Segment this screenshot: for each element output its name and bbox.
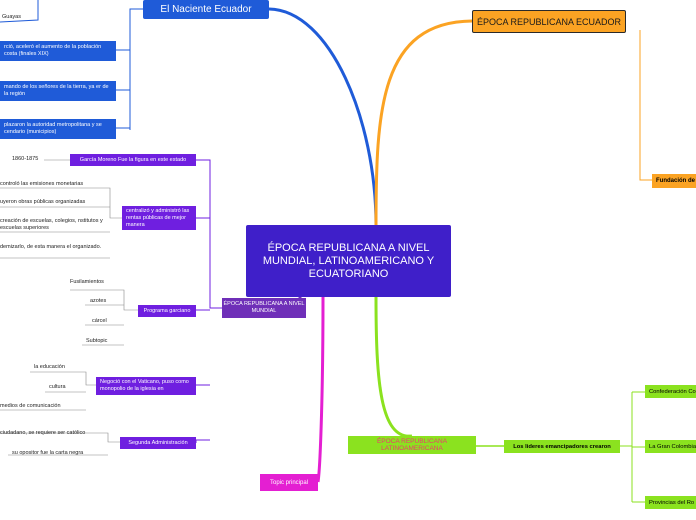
lideres-node[interactable]: Los lideres emancipadores crearon <box>504 440 620 453</box>
topic-principal-node[interactable]: Topic principal <box>260 474 318 491</box>
naciente-child-node[interactable]: plazaron la autoridad metropolitana y se… <box>0 119 116 139</box>
segunda-node[interactable]: Segunda Administración <box>120 437 196 449</box>
programa-child-text[interactable]: Fusilamientos <box>70 279 104 285</box>
central-topic[interactable]: ÉPOCA REPUBLICANA A NIVEL MUNDIAL, LATIN… <box>246 225 451 297</box>
naciente-child-text[interactable]: Guayas <box>2 14 21 20</box>
epoca-mundial-node[interactable]: ÉPOCA REPUBLICANA A NIVEL MUNDIAL <box>222 298 306 318</box>
negocio-child-text[interactable]: cultura <box>49 384 66 390</box>
garcia-year-text[interactable]: 1860-1875 <box>12 156 39 162</box>
centralizo-child-text[interactable]: creación de escuelas, colegios, nstituto… <box>0 218 103 231</box>
naciente-child-node[interactable]: rció, aceleró el aumento de la población… <box>0 41 116 61</box>
segunda-child-text[interactable]: su opositor fue la carta negra <box>12 450 84 456</box>
epoca-latino-node[interactable]: ÉPOCA REPUBLICANA LATINOAMERICANA <box>348 436 476 454</box>
latino-child-node[interactable]: La Gran Colombia <box>645 440 696 453</box>
fundacion-node[interactable]: Fundación de <box>652 174 696 188</box>
centralizo-node[interactable]: centralizó y administró las rentas públi… <box>122 206 196 230</box>
centralizo-child-text[interactable]: uyeron obras públicas organizadas <box>0 199 86 205</box>
centralizo-child-text[interactable]: controló las emisiones monetarias <box>0 181 84 187</box>
programa-child-text[interactable]: azotes <box>90 298 107 304</box>
programa-child-text[interactable]: Subtopic <box>86 338 108 344</box>
negocio-child-text[interactable]: medios de comunicación <box>0 403 61 409</box>
epoca-ecuador-node[interactable]: ÉPOCA REPUBLICANA ECUADOR <box>472 10 626 33</box>
latino-child-node[interactable]: Confederación Co <box>645 385 696 398</box>
naciente-ecuador-node[interactable]: El Naciente Ecuador <box>143 0 269 19</box>
negocio-node[interactable]: Negoció con el Vaticano, puso como monop… <box>96 377 196 395</box>
segunda-child-text[interactable]: ciudadano, se requiere ser católico <box>0 430 86 436</box>
programa-child-text[interactable]: cárcel <box>92 318 107 324</box>
naciente-child-node[interactable]: mando de los señores de la tierra, ya er… <box>0 81 116 101</box>
latino-child-node[interactable]: Provincias del Ro <box>645 496 696 509</box>
negocio-child-text[interactable]: la educación <box>34 364 65 370</box>
centralizo-child-text[interactable]: demizarlo, de esta manera el organizado. <box>0 244 102 250</box>
programa-node[interactable]: Programa garciano <box>138 305 196 317</box>
garcia-node[interactable]: García Moreno Fue la figura en este esta… <box>70 154 196 166</box>
